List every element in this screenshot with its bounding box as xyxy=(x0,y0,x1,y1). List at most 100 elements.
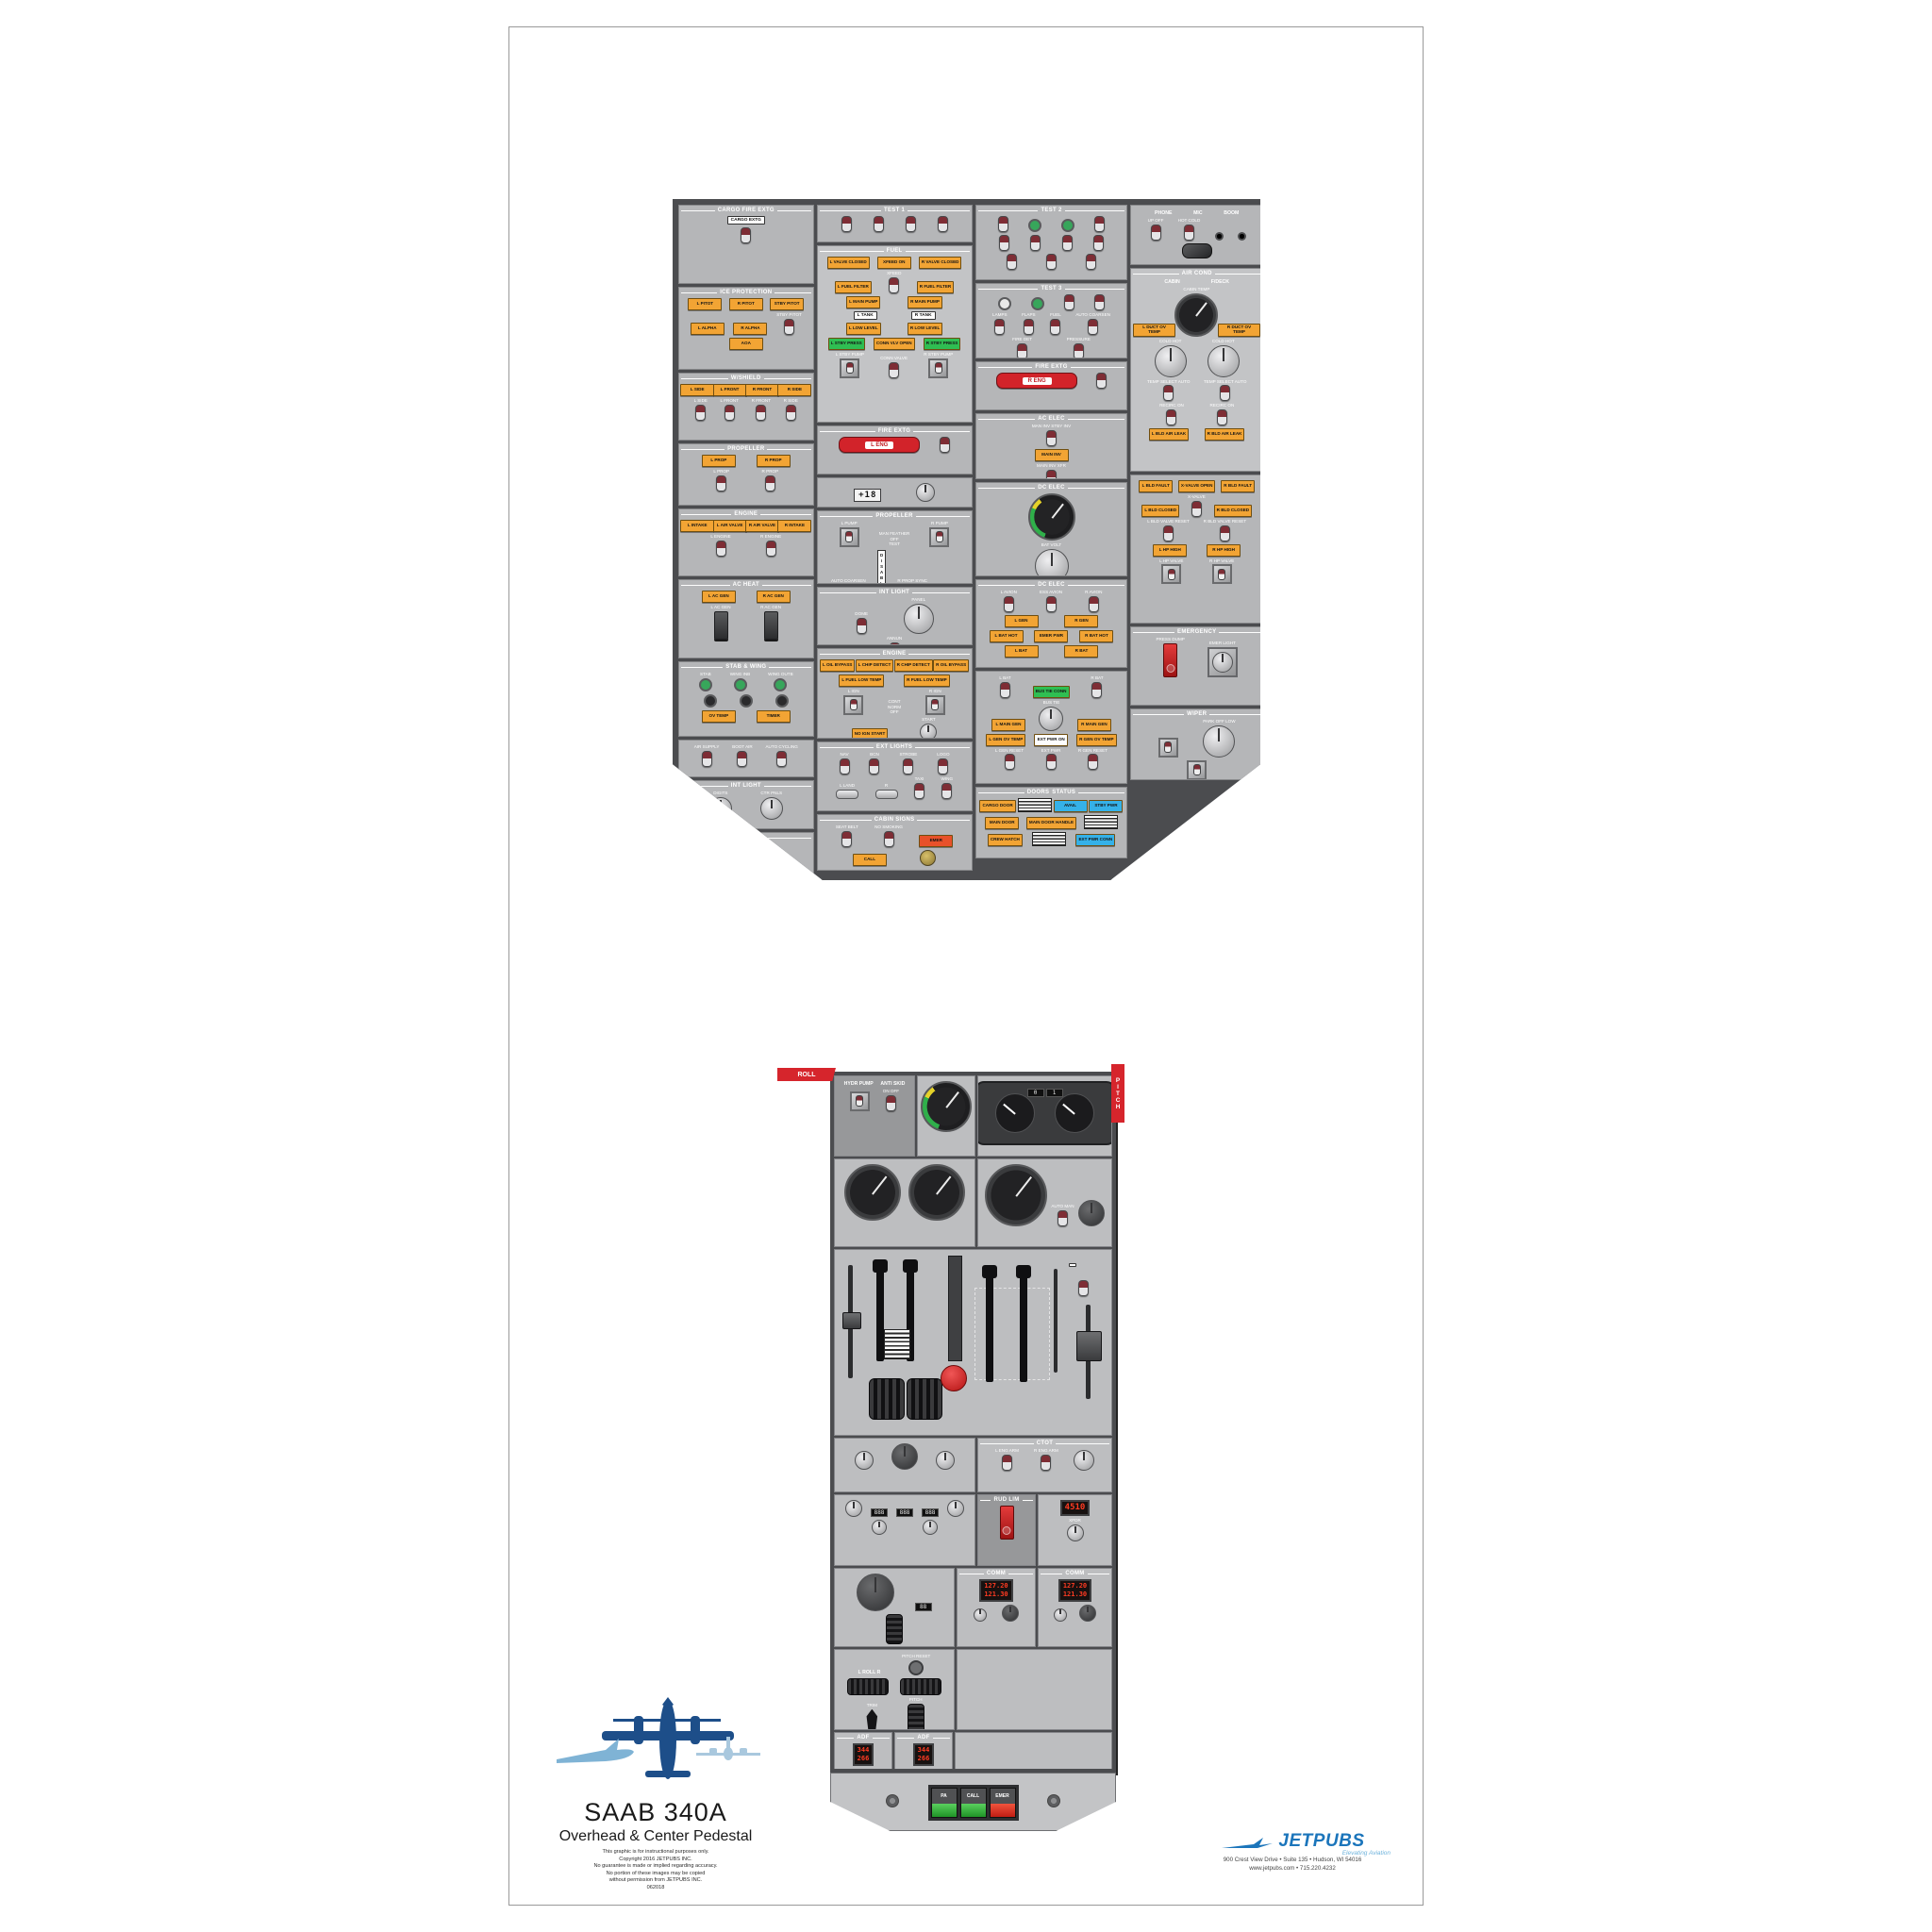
rotary-knob-ctl[interactable] xyxy=(1079,1604,1097,1622)
toggle-switch-on-off[interactable] xyxy=(885,1094,896,1111)
rotary-knob-ctl[interactable] xyxy=(947,1500,964,1517)
rotary-knob-ctl[interactable] xyxy=(915,483,935,502)
toggle-switch-ctl[interactable] xyxy=(1095,373,1107,389)
toggle-switch-r-side[interactable] xyxy=(785,404,796,421)
toggle-switch-r-front[interactable] xyxy=(756,404,767,421)
toggle-switch-l-prop[interactable] xyxy=(716,475,727,491)
toggle-switch-fire-det[interactable] xyxy=(1017,342,1028,358)
power-lever-left[interactable] xyxy=(873,1259,888,1361)
toggle-switch-l-bat[interactable] xyxy=(1000,681,1011,698)
rotary-knob-panel[interactable] xyxy=(903,603,934,634)
toggle-switch-l-eng-arm[interactable] xyxy=(1002,1454,1012,1471)
brass-button-ctl[interactable] xyxy=(920,849,937,866)
rotary-knob-ctl[interactable] xyxy=(855,1451,874,1470)
rotary-knob-start[interactable] xyxy=(920,723,938,738)
cabin-call-button-pa[interactable]: PA xyxy=(930,1788,958,1818)
rotary-knob-ctl[interactable] xyxy=(936,1451,955,1470)
toggle-switch-ctl[interactable] xyxy=(1007,254,1018,270)
rotary-knob-park-off-low[interactable] xyxy=(1203,724,1236,758)
toggle-switch-auto-cycling[interactable] xyxy=(776,750,788,767)
toggle-switch-no-smoking[interactable] xyxy=(883,830,894,847)
toggle-switch-main-inv-xfr[interactable] xyxy=(1045,469,1057,478)
rotary-knob-digits[interactable] xyxy=(708,796,732,820)
toggle-switch-bcn[interactable] xyxy=(869,758,880,774)
toggle-switch-r-gen-reset[interactable] xyxy=(1087,754,1098,771)
cabin-call-button-call[interactable]: CALL xyxy=(959,1788,987,1818)
rotary-knob-ctl[interactable] xyxy=(974,1607,988,1622)
toggle-switch-wing[interactable] xyxy=(941,782,953,799)
rotary-knob-ctl[interactable] xyxy=(845,1500,862,1517)
toggle-switch-recirc-on[interactable] xyxy=(1166,409,1177,426)
toggle-switch-flaps[interactable] xyxy=(1023,318,1034,335)
guarded-switch-l-hp-valve[interactable] xyxy=(1161,564,1182,585)
guarded-switch-ctl[interactable] xyxy=(765,860,786,874)
toggle-switch-l-side[interactable] xyxy=(695,404,707,421)
toggle-switch-x-valve[interactable] xyxy=(1191,500,1202,517)
toggle-switch-r-engine[interactable] xyxy=(765,540,776,557)
rotary-knob-ctl[interactable] xyxy=(872,1520,888,1535)
guarded-switch-ctl[interactable] xyxy=(1158,737,1178,758)
guarded-knob-emer-light[interactable] xyxy=(1207,646,1238,677)
toggle-switch-auto-man[interactable] xyxy=(1057,1210,1068,1226)
toggle-switch-temp-select-auto[interactable] xyxy=(1220,385,1231,402)
rotary-knob-ctr-pnls[interactable] xyxy=(759,796,783,820)
toggle-switch-ext-pwr[interactable] xyxy=(1045,754,1057,771)
toggle-switch-ctl[interactable] xyxy=(1093,235,1105,251)
toggle-switch-r-avion[interactable] xyxy=(1088,595,1099,612)
toggle-switch-ess-avion[interactable] xyxy=(1045,595,1057,612)
toggle-switch-r-prop[interactable] xyxy=(764,475,775,491)
toggle-switch-boot-air[interactable] xyxy=(737,750,748,767)
generator-lever-r-ac-gen[interactable] xyxy=(763,610,778,640)
elevator-trim-wheel[interactable] xyxy=(869,1378,905,1420)
toggle-switch-r-eng-arm[interactable] xyxy=(1041,1454,1052,1471)
roll-trim-tab[interactable]: ROLL xyxy=(777,1068,836,1081)
toggle-switch-ctl[interactable] xyxy=(997,216,1008,232)
toggle-switch-lamps[interactable] xyxy=(994,318,1006,335)
guarded-switch-r-stby-pump[interactable] xyxy=(928,358,949,378)
toggle-switch-taxi[interactable] xyxy=(914,782,925,799)
trim-wheel-pitch[interactable] xyxy=(907,1703,924,1729)
elevator-trim-wheel[interactable] xyxy=(907,1378,942,1420)
toggle-switch-hot-cold[interactable] xyxy=(1183,224,1194,241)
toggle-switch-man-inv-stby-inv[interactable] xyxy=(1046,429,1057,446)
power-lever-right[interactable] xyxy=(903,1259,918,1361)
toggle-switch-l-engine[interactable] xyxy=(715,540,726,557)
toggle-switch-ctl[interactable] xyxy=(939,437,950,453)
guarded-switch-ctl[interactable] xyxy=(849,1091,870,1111)
toggle-switch-ctl[interactable] xyxy=(873,216,884,232)
toggle-switch-conn-valve[interactable] xyxy=(889,361,900,378)
rotary-knob-bus-tie[interactable] xyxy=(1039,706,1064,731)
condition-lever-left[interactable] xyxy=(982,1265,997,1382)
guarded-switch-r-pump[interactable] xyxy=(929,526,950,547)
guarded-switch-l-pump[interactable] xyxy=(839,526,859,547)
toggle-switch-r-bat[interactable] xyxy=(1091,681,1103,698)
toggle-switch-ctl[interactable] xyxy=(1061,235,1073,251)
toggle-switch-ctl[interactable] xyxy=(1030,235,1041,251)
toggle-switch-ctl[interactable] xyxy=(741,227,752,243)
rotary-knob-ctl[interactable] xyxy=(865,1768,882,1769)
trim-wheel-ctl[interactable] xyxy=(847,1677,890,1695)
toggle-switch-xfeed[interactable] xyxy=(889,276,900,293)
rotary-knob-ctl[interactable] xyxy=(925,1768,942,1769)
red-lever-ctl[interactable] xyxy=(999,1506,1014,1540)
toggle-switch-ctl[interactable] xyxy=(905,216,916,232)
rotary-knob-ctl[interactable] xyxy=(1053,1607,1067,1622)
round-button-pitch-reset[interactable] xyxy=(908,1659,924,1675)
toggle-switch-ctl[interactable] xyxy=(1064,294,1075,310)
condition-lever-right[interactable] xyxy=(1016,1265,1031,1382)
prop-sync-switch[interactable] xyxy=(1078,1280,1089,1296)
park-brake-lever[interactable] xyxy=(842,1312,861,1329)
fire-handle-l-eng[interactable]: L ENG xyxy=(839,437,921,453)
toggle-switch-ctl[interactable] xyxy=(1045,254,1057,270)
guarded-switch-ctl[interactable] xyxy=(1187,759,1208,779)
toggle-switch-pressure[interactable] xyxy=(1073,342,1084,358)
toggle-switch-ctl[interactable] xyxy=(937,216,948,232)
flap-lever[interactable] xyxy=(1076,1331,1102,1361)
generator-lever-l-ac-gen[interactable] xyxy=(713,610,728,640)
rotary-knob-ctl[interactable] xyxy=(857,1574,895,1611)
toggle-switch-dome[interactable] xyxy=(856,617,867,634)
toggle-switch-recirc-on[interactable] xyxy=(1216,409,1227,426)
gust-lock-lever[interactable] xyxy=(948,1256,962,1361)
toggle-switch-annun[interactable] xyxy=(889,641,900,644)
toggle-switch-l-avion[interactable] xyxy=(1003,595,1014,612)
